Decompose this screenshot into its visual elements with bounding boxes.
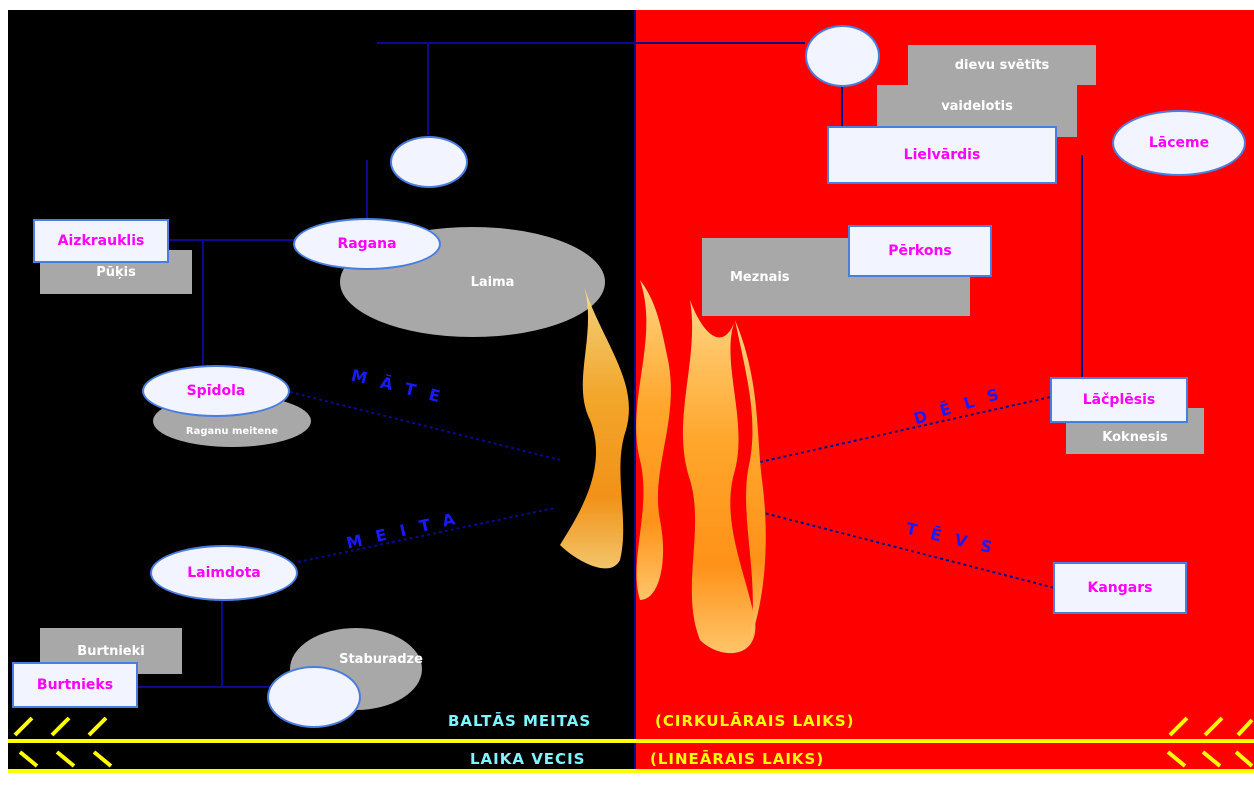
aizkraukls-box: Aizkrauklis <box>33 219 169 263</box>
backslash-2 <box>55 750 76 768</box>
empty-oval-top <box>390 136 468 188</box>
burtnieki-label: Burtnieki <box>77 643 145 659</box>
spidola-oval: Spīdola <box>142 365 290 417</box>
slash-1 <box>13 716 34 737</box>
spidola-label: Spīdola <box>186 383 246 399</box>
dotted-mate <box>289 391 561 461</box>
lacplesis-label: Lāčplēsis <box>1082 392 1156 408</box>
slash-6 <box>1236 718 1254 737</box>
raganu-meitene-label: Raganu meitene <box>185 425 279 437</box>
pukis-label: Pūķis <box>96 264 136 280</box>
flame-center <box>636 280 671 600</box>
burtnieks-box: Burtnieks <box>12 662 138 708</box>
backslash-3 <box>92 750 113 768</box>
lacplesis-box: Lāčplēsis <box>1050 377 1188 423</box>
laceme-oval: Lāceme <box>1112 110 1246 176</box>
aizkraukls-label: Aizkrauklis <box>57 233 145 249</box>
ragana-oval: Ragana <box>293 218 441 270</box>
meznieks-label: Meznais <box>730 269 790 285</box>
lielvardis-label: Lielvārdis <box>903 147 981 163</box>
kangars-box: Kangars <box>1053 562 1187 614</box>
slash-4 <box>1168 716 1189 737</box>
dotted-dels <box>759 395 1056 463</box>
slash-2 <box>50 716 71 737</box>
baltas-meitas-label: BALTĀS MEITAS <box>448 712 592 730</box>
slash-5 <box>1203 716 1224 737</box>
cirkularais-label: (CIRKULĀRAIS LAIKS) <box>655 712 855 730</box>
backslash-5 <box>1201 750 1222 768</box>
dievu-svetits-box: dievu svētīts <box>908 45 1096 85</box>
flame-right <box>682 300 756 654</box>
backslash-6 <box>1234 750 1254 768</box>
koknesis-label: Koknesis <box>1102 429 1168 445</box>
laimdota-label: Laimdota <box>187 565 261 581</box>
slash-3 <box>87 716 108 737</box>
laimdota-oval: Laimdota <box>150 545 298 601</box>
staburadze-label: Staburadze <box>339 651 423 667</box>
empty-oval-bottom <box>267 666 361 728</box>
dievu-svetits-label: dievu svētīts <box>954 57 1050 73</box>
perkons-box: Pērkons <box>848 225 992 277</box>
ragana-label: Ragana <box>337 236 397 252</box>
perkons-label: Pērkons <box>888 243 952 259</box>
empty-oval-right-top <box>805 25 880 87</box>
kangars-label: Kangars <box>1087 580 1153 596</box>
burtnieks-label: Burtnieks <box>36 677 114 693</box>
vaidelotis-label: vaidelotis <box>941 98 1013 114</box>
laima-label: Laima <box>470 274 515 290</box>
laika-vecis-label: LAIKA VECIS <box>470 750 586 768</box>
lielvardis-box: Lielvārdis <box>827 126 1057 184</box>
dotted-tevs <box>759 511 1056 589</box>
dotted-meita <box>297 507 556 563</box>
laceme-label: Lāceme <box>1148 135 1210 151</box>
flame-left <box>560 280 629 569</box>
flame-far-right <box>735 320 766 640</box>
backslash-4 <box>1166 750 1187 768</box>
backslash-1 <box>18 750 39 768</box>
linearais-label: (LINEĀRAIS LAIKS) <box>650 750 825 768</box>
